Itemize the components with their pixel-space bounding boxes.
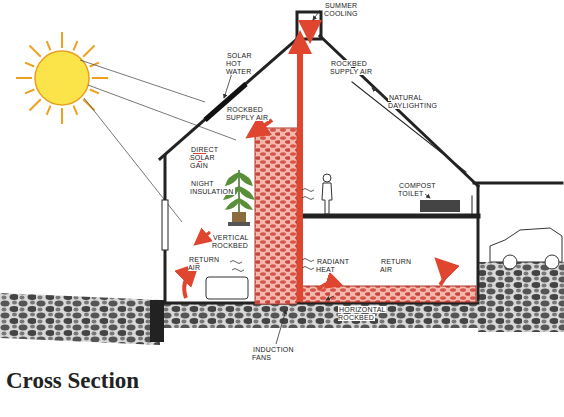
callout-label: NIGHT INSULATION (190, 180, 236, 196)
label-text: RETURN AIR (188, 256, 219, 271)
callout-label: RADIANT HEAT (316, 258, 360, 274)
label-text: ROCKBED SUPPLY AIR (226, 106, 269, 121)
callout-label: ROCKBED SUPPLY AIR (226, 106, 278, 122)
callout-label: SUMMER COOLING (324, 2, 370, 18)
foundation (0, 293, 160, 345)
callout-label: VERTICAL ROCKBED (212, 234, 258, 250)
vertical-rockbed (255, 128, 297, 304)
callout-label: HORIZONTAL ROCKBED (338, 306, 402, 322)
title: Cross Section (6, 368, 139, 394)
label-text: NATURAL DAYLIGHTING (388, 94, 438, 109)
person (322, 174, 332, 214)
plant (223, 170, 255, 226)
label-text: SUMMER COOLING (324, 2, 359, 17)
callout-label: ROCKBED SUPPLY AIR (330, 60, 376, 76)
label-text: ROCKBED SUPPLY AIR (330, 60, 373, 75)
horizontal-rockbed (300, 286, 476, 302)
label-text: SOLAR HOT WATER (226, 52, 253, 75)
label-text: DIRECT SOLAR GAIN (190, 146, 218, 169)
label-text: INDUCTION FANS (252, 346, 294, 361)
label-text: NIGHT INSULATION (190, 180, 235, 195)
callout-label: RETURN AIR (188, 256, 222, 272)
callout-label: INDUCTION FANS (252, 346, 300, 362)
callout-label: RETURN AIR (380, 258, 414, 274)
label-text: HORIZONTAL ROCKBED (338, 306, 386, 321)
callout-label: NATURAL DAYLIGHTING (388, 94, 446, 110)
sun (16, 32, 108, 124)
callout-label: DIRECT SOLAR GAIN (190, 146, 232, 170)
label-text: RETURN AIR (380, 258, 411, 273)
label-text: RADIANT HEAT (316, 258, 349, 273)
car (490, 228, 562, 269)
label-text: COMPOST TOILET (398, 182, 436, 197)
callout-label: SOLAR HOT WATER (226, 52, 266, 76)
callout-label: COMPOST TOILET (398, 182, 440, 198)
label-text: VERTICAL ROCKBED (212, 234, 249, 249)
